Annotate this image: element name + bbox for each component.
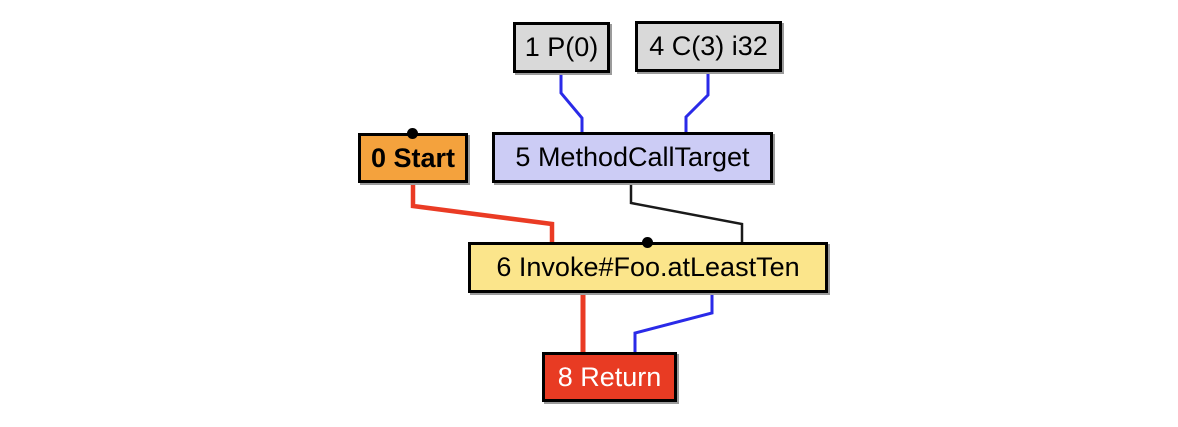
edge-p0-to-methodcalltarget[interactable] xyxy=(559,73,584,133)
node-label: 8 Return xyxy=(557,361,662,392)
edge-methodcalltarget-to-invoke[interactable] xyxy=(629,183,744,243)
node-label: 4 C(3) i32 xyxy=(649,31,768,61)
edge-invoke-to-return-data[interactable] xyxy=(633,293,714,352)
node-label: 6 Invoke#Foo.atLeastTen xyxy=(496,252,800,282)
node-return[interactable]: 8 Return xyxy=(542,352,677,402)
node-parameter-p0[interactable]: 1 P(0) xyxy=(513,22,610,73)
anchor-dot xyxy=(406,127,418,139)
edge-start-to-invoke-control[interactable] xyxy=(410,183,555,243)
node-method-call-target[interactable]: 5 MethodCallTarget xyxy=(492,132,773,183)
node-constant-c3-i32[interactable]: 4 C(3) i32 xyxy=(635,21,782,72)
node-start[interactable]: 0 Start xyxy=(358,133,468,183)
node-label: 1 P(0) xyxy=(524,32,599,62)
node-invoke-foo-atleastten[interactable]: 6 Invoke#Foo.atLeastTen xyxy=(468,242,828,293)
edge-c3-to-methodcalltarget[interactable] xyxy=(684,72,710,133)
node-label: 5 MethodCallTarget xyxy=(515,142,750,172)
anchor-dot xyxy=(641,236,653,248)
node-label: 0 Start xyxy=(370,142,456,173)
